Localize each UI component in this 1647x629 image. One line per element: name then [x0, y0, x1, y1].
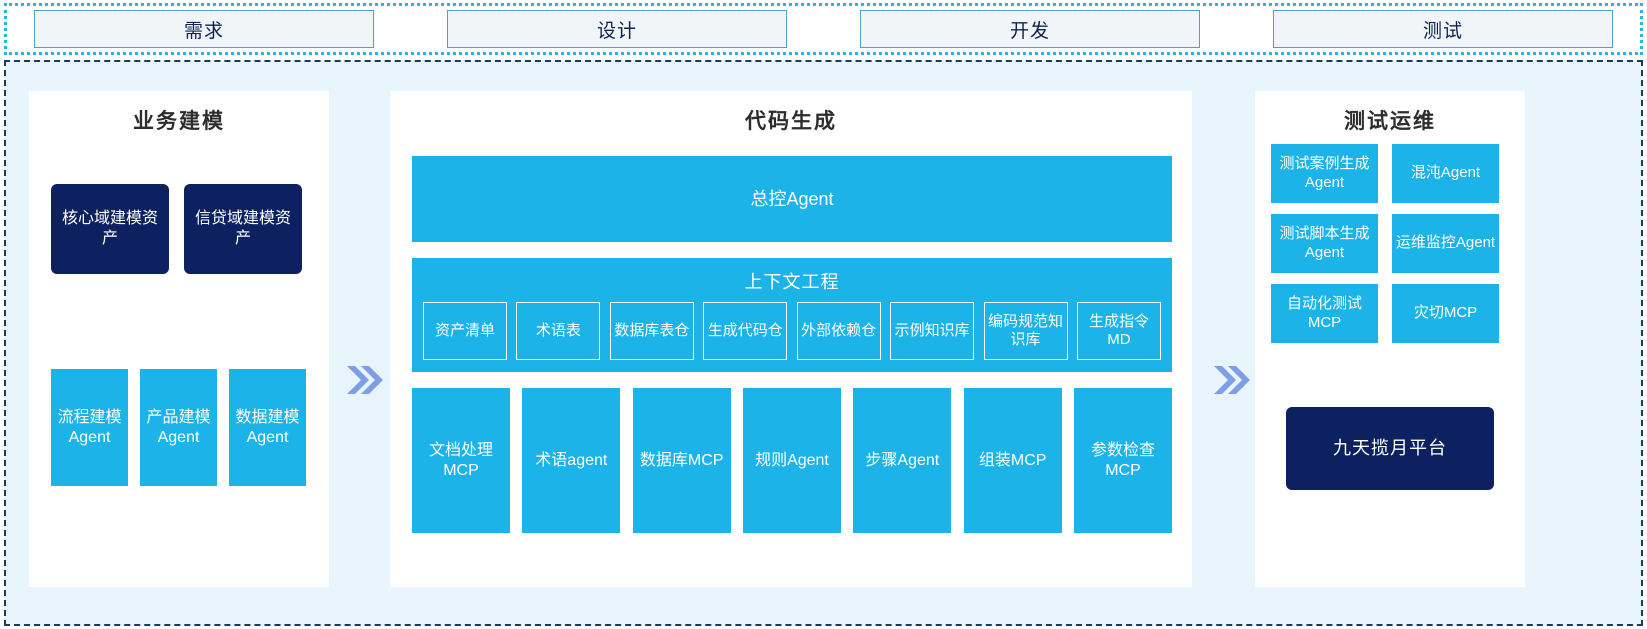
test-ops-item-chaos-agent[interactable]: 混沌Agent [1392, 144, 1499, 203]
panel-title-code-generation: 代码生成 [745, 110, 837, 133]
tool-box-glossary-agent[interactable]: 术语agent [522, 388, 621, 533]
context-item-asset-list[interactable]: 资产清单 [423, 302, 507, 360]
test-ops-item-label: 测试脚本生成Agent [1279, 224, 1370, 261]
context-item-label: 数据库表仓 [614, 322, 690, 339]
main-region: 业务建模 核心域建模资产 信贷域建模资产 流程建模Agent 产品建模Agent… [4, 60, 1643, 626]
phase-label: 测试 [1422, 20, 1463, 42]
tool-box-label: 步骤Agent [865, 451, 940, 469]
context-item-label: 资产清单 [434, 322, 495, 339]
tool-box-document-processing-mcp[interactable]: 文档处理MCP [412, 388, 510, 533]
flow-arrow-icon-modeling-to-codegen [343, 361, 383, 399]
context-engineering-title: 上下文工程 [744, 272, 840, 292]
context-item-label: 生成指令MD [1088, 313, 1149, 348]
phase-box-testing[interactable]: 测试 [1273, 10, 1613, 48]
tool-box-rule-agent[interactable]: 规则Agent [742, 388, 841, 533]
tool-box-database-mcp[interactable]: 数据库MCP [632, 388, 731, 533]
phase-box-design[interactable]: 设计 [447, 10, 787, 48]
tool-box-label: 术语agent [535, 451, 608, 469]
test-ops-item-group: 测试案例生成Agent 混沌Agent 测试脚本生成Agent 运维监控Agen… [1271, 144, 1509, 343]
context-item-glossary[interactable]: 术语表 [516, 302, 601, 360]
tool-box-label: 文档处理MCP [428, 441, 493, 479]
test-ops-item-ops-monitoring-agent[interactable]: 运维监控Agent [1392, 214, 1499, 273]
platform-box-label: 九天揽月平台 [1333, 438, 1447, 459]
asset-box-credit-domain[interactable]: 信贷域建模资产 [184, 184, 302, 274]
context-item-group: 资产清单 术语表 数据库表仓 生成代码仓 外部依赖仓 示例知 [412, 294, 1172, 360]
context-item-generated-code-repo[interactable]: 生成代码仓 [703, 302, 788, 360]
context-item-example-knowledge-base[interactable]: 示例知识库 [890, 302, 975, 360]
context-item-label: 外部依赖仓 [801, 322, 877, 339]
test-ops-item-label: 混沌Agent [1410, 164, 1481, 182]
context-engineering-block: 上下文工程 资产清单 术语表 数据库表仓 生成代码仓 外部依赖仓 [412, 258, 1172, 372]
tool-box-parameter-check-mcp[interactable]: 参数检查MCP [1073, 388, 1172, 533]
context-item-coding-standard-knowledge-base[interactable]: 编码规范知识库 [983, 302, 1068, 360]
phase-label: 开发 [1009, 20, 1050, 42]
test-ops-item-test-script-generation-agent[interactable]: 测试脚本生成Agent [1271, 214, 1378, 273]
panel-test-ops: 测试运维 测试案例生成Agent 混沌Agent 测试脚本生成Agent 运维监… [1255, 91, 1525, 587]
phase-strip: 需求 设计 开发 测试 [4, 3, 1643, 55]
panel-title-test-ops: 测试运维 [1344, 110, 1436, 133]
asset-box-group: 核心域建模资产 信贷域建模资产 [51, 184, 302, 274]
modeling-agent-group: 流程建模Agent 产品建模Agent 数据建模Agent [51, 369, 306, 486]
test-ops-item-label: 灾切MCP [1413, 304, 1478, 322]
phase-label: 设计 [596, 20, 637, 42]
tool-box-group: 文档处理MCP 术语agent 数据库MCP 规则Agent 步骤Agent 组… [412, 388, 1172, 533]
context-item-generation-instruction-md[interactable]: 生成指令MD [1076, 302, 1161, 360]
modeling-agent-label: 流程建模Agent [57, 408, 122, 446]
master-agent-bar[interactable]: 总控Agent [412, 156, 1172, 242]
modeling-agent-process[interactable]: 流程建模Agent [51, 369, 128, 486]
panel-title-business-modeling: 业务建模 [133, 110, 225, 133]
asset-box-label: 信贷域建模资产 [194, 210, 291, 247]
test-ops-item-test-case-generation-agent[interactable]: 测试案例生成Agent [1271, 144, 1378, 203]
modeling-agent-label: 产品建模Agent [146, 408, 211, 446]
context-item-label: 术语表 [535, 322, 581, 339]
test-ops-item-automated-test-mcp[interactable]: 自动化测试MCP [1271, 284, 1378, 343]
modeling-agent-product[interactable]: 产品建模Agent [140, 369, 217, 486]
tool-box-label: 规则Agent [755, 451, 829, 469]
master-agent-label: 总控Agent [750, 188, 834, 209]
panel-code-generation: 代码生成 总控Agent 上下文工程 资产清单 术语表 数据库表仓 [390, 91, 1192, 587]
phase-box-requirements[interactable]: 需求 [34, 10, 374, 48]
tool-box-label: 数据库MCP [639, 451, 724, 469]
modeling-agent-data[interactable]: 数据建模Agent [229, 369, 306, 486]
test-ops-item-label: 自动化测试MCP [1286, 294, 1362, 331]
test-ops-item-disaster-switch-mcp[interactable]: 灾切MCP [1392, 284, 1499, 343]
context-item-label: 编码规范知识库 [988, 313, 1064, 348]
platform-box-jiutian-lanyue[interactable]: 九天揽月平台 [1286, 407, 1494, 490]
test-ops-item-label: 运维监控Agent [1395, 234, 1496, 252]
flow-arrow-icon-codegen-to-testops [1210, 361, 1250, 399]
context-item-db-table-repo[interactable]: 数据库表仓 [609, 302, 694, 360]
context-item-external-dependency-repo[interactable]: 外部依赖仓 [796, 302, 881, 360]
asset-box-label: 核心域建模资产 [61, 210, 158, 247]
context-item-label: 生成代码仓 [707, 322, 783, 339]
tool-box-assembly-mcp[interactable]: 组装MCP [963, 388, 1062, 533]
tool-box-label: 参数检查MCP [1090, 441, 1155, 479]
phase-label: 需求 [183, 20, 224, 42]
phase-box-development[interactable]: 开发 [860, 10, 1200, 48]
asset-box-core-domain[interactable]: 核心域建模资产 [51, 184, 169, 274]
context-item-label: 示例知识库 [894, 322, 970, 339]
modeling-agent-label: 数据建模Agent [235, 408, 300, 446]
tool-box-step-agent[interactable]: 步骤Agent [853, 388, 952, 533]
tool-box-label: 组装MCP [978, 451, 1047, 469]
test-ops-item-label: 测试案例生成Agent [1279, 154, 1370, 191]
panel-business-modeling: 业务建模 核心域建模资产 信贷域建模资产 流程建模Agent 产品建模Agent… [29, 91, 329, 587]
